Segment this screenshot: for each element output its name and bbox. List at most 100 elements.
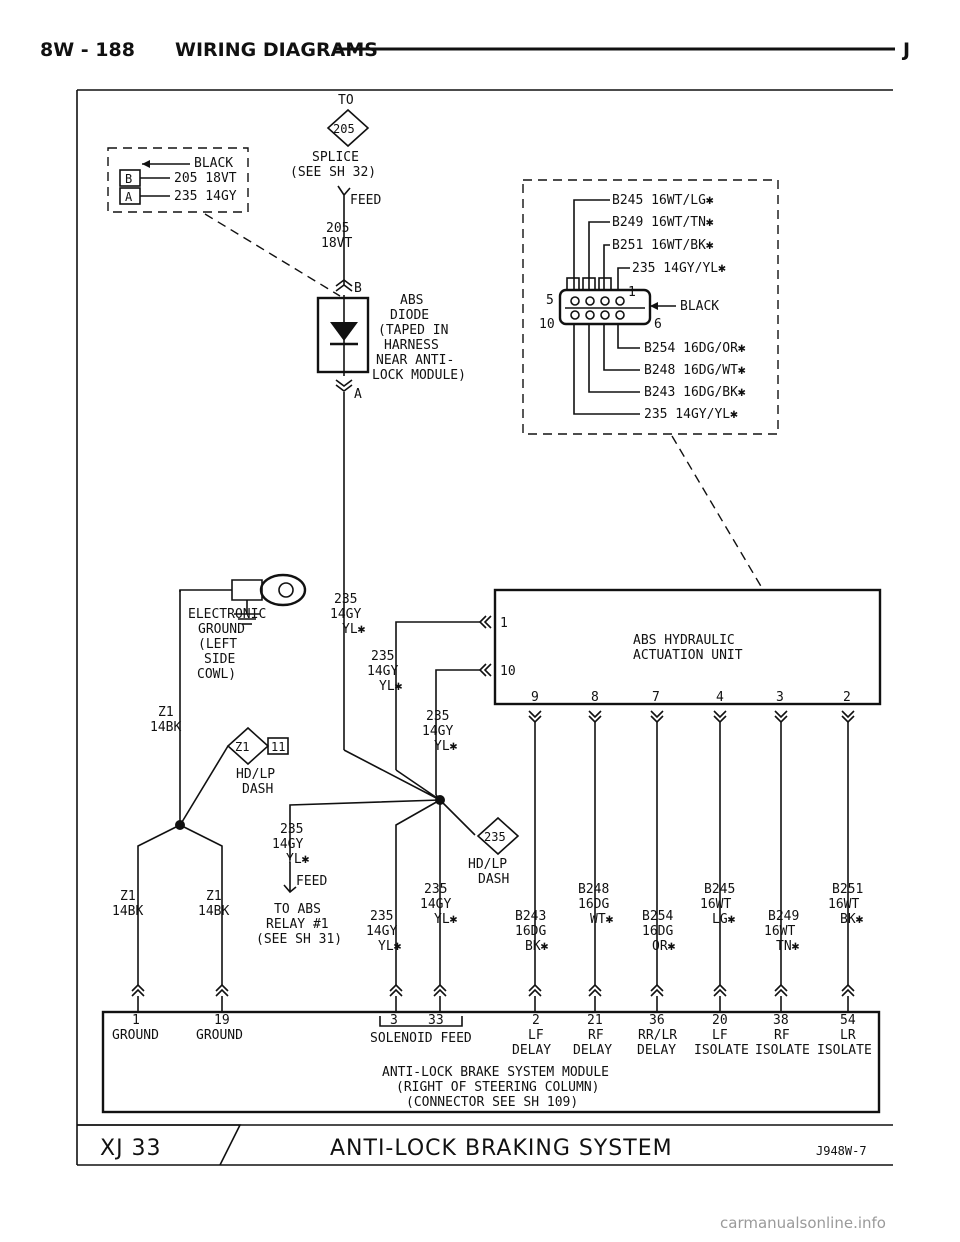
page-number: 8W - 188 <box>40 39 135 61</box>
diode-l1: ABS <box>400 293 423 308</box>
cab-title-l1: ANTI-LOCK BRAKE SYSTEM MODULE <box>382 1065 609 1080</box>
w235-hcu10-l3: YL✱ <box>434 739 458 754</box>
pin-10: 10 <box>539 317 555 332</box>
pin-1: 1 <box>628 285 636 300</box>
ground-l1: ELECTRONIC <box>188 607 266 622</box>
splice-label: SPLICE <box>312 150 359 165</box>
section-title: WIRING DIAGRAMS <box>175 39 378 61</box>
cab-pin-3: 3 <box>390 1013 398 1028</box>
ground-wire-gauge: 14BK <box>150 720 181 735</box>
diode-l6: LOCK MODULE) <box>372 368 466 383</box>
hydraulic-unit: ABS HYDRAULIC ACTUATION UNIT 1 10 9 8 7 … <box>478 588 882 706</box>
diode-l5: NEAR ANTI- <box>376 353 454 368</box>
hcu-connector: 5 1 10 6 BLACK B245 16WT/LG✱ B249 16WT/T… <box>522 179 779 435</box>
w235a-l2: 14GY <box>366 924 397 939</box>
hcu-pin-8: 8 <box>591 690 599 705</box>
splice-z1-l2: DASH <box>242 782 273 797</box>
diode-l4: HARNESS <box>384 338 439 353</box>
b249-l3: TN✱ <box>776 939 800 954</box>
pin-b: B <box>125 172 132 186</box>
bottom-wire-2: B248 16DG/WT✱ <box>644 363 746 378</box>
relay-w3: YL✱ <box>286 852 310 867</box>
watermark: carmanualsonline.info <box>720 1214 886 1232</box>
cab-lbl1-lf2: LF <box>712 1028 728 1043</box>
w235-l2: 14GY <box>330 607 361 622</box>
wire-235-14gy: 235 14GY <box>174 189 237 204</box>
cab-ground-1: GROUND <box>112 1028 159 1043</box>
cab-pin-36: 36 <box>649 1013 665 1028</box>
header-letter: J <box>901 39 910 61</box>
top-wire-2: B249 16WT/TN✱ <box>612 215 714 230</box>
cab-pin-19: 19 <box>214 1013 230 1028</box>
z1b-l2: 14BK <box>198 904 229 919</box>
cab-lbl1-rf: RF <box>588 1028 604 1043</box>
hcu-pin-wires <box>528 710 855 985</box>
z1b-l1: Z1 <box>206 889 222 904</box>
module-connector-chevrons <box>131 983 855 1012</box>
hcu-pin-9: 9 <box>531 690 539 705</box>
relay-feed: 235 14GY YL✱ FEED TO ABS RELAY #1 (SEE S… <box>256 822 342 947</box>
w235-hcu10-l2: 14GY <box>422 724 453 739</box>
connector-color: BLACK <box>194 156 233 171</box>
relay-w1: 235 <box>280 822 303 837</box>
w235-l1: 235 <box>334 592 357 607</box>
cab-lbl1-lf: LF <box>528 1028 544 1043</box>
top-wire-1: B245 16WT/LG✱ <box>612 193 714 208</box>
diode-pin-a: A <box>354 387 362 402</box>
cab-pin-38: 38 <box>773 1013 789 1028</box>
w235b-l2: 14GY <box>420 897 451 912</box>
hcu-pin-4: 4 <box>716 690 724 705</box>
w235-l3: YL✱ <box>342 622 366 637</box>
splice-235-number: 235 <box>484 830 506 844</box>
w235-hcu1-l2: 14GY <box>367 664 398 679</box>
pin-6: 6 <box>654 317 662 332</box>
cab-lbl1-rrlr: RR/LR <box>638 1028 677 1043</box>
cab-pin-21: 21 <box>587 1013 603 1028</box>
ground-l5: COWL) <box>197 667 236 682</box>
abs-module: 1 19 3 33 2 21 36 20 38 54 GROUND GROUND… <box>101 1010 881 1114</box>
to-label: TO <box>338 93 354 108</box>
relay-l3: (SEE SH 31) <box>256 932 342 947</box>
cab-ground-2: GROUND <box>196 1028 243 1043</box>
hcu-pin-7: 7 <box>652 690 660 705</box>
bottom-wire-1: B254 16DG/OR✱ <box>644 341 746 356</box>
w235-hcu10-l1: 235 <box>426 709 449 724</box>
b245-l2: 16WT <box>700 897 731 912</box>
diode-l2: DIODE <box>390 308 429 323</box>
hcu-title-l1: ABS HYDRAULIC <box>633 633 735 648</box>
b249-l1: B249 <box>768 909 799 924</box>
w235a-l3: YL✱ <box>378 939 402 954</box>
b245-l3: LG✱ <box>712 912 736 927</box>
relay-l1: TO ABS <box>274 902 321 917</box>
b248-l2: 16DG <box>578 897 609 912</box>
page-header: 8W - 188 WIRING DIAGRAMS J <box>40 39 910 61</box>
hcu-title-l2: ACTUATION UNIT <box>633 648 743 663</box>
w235b-l1: 235 <box>424 882 447 897</box>
diode-connector: B A BLACK 205 18VT 235 14GY <box>107 147 249 213</box>
cab-pin-33: 33 <box>428 1013 444 1028</box>
splice-205-number: 205 <box>333 122 355 136</box>
splice-z1-pin: 11 <box>271 740 285 754</box>
cab-lbl2-isolate3: ISOLATE <box>817 1043 872 1058</box>
b254-l3: OR✱ <box>652 939 676 954</box>
relay-feed-label: FEED <box>296 874 327 889</box>
page-footer: XJ 33 ANTI-LOCK BRAKING SYSTEM J948W-7 <box>77 1124 893 1166</box>
splice-z1-number: Z1 <box>235 740 249 754</box>
b254-l2: 16DG <box>642 924 673 939</box>
hcu-pin-10: 10 <box>500 664 516 679</box>
w235b-l3: YL✱ <box>434 912 458 927</box>
ground-l2: GROUND <box>198 622 245 637</box>
hcu-conn-color: BLACK <box>680 299 719 314</box>
cab-lbl1-lr: LR <box>840 1028 856 1043</box>
b251-l3: BK✱ <box>840 912 864 927</box>
bottom-wire-4: 235 14GY/YL✱ <box>644 407 738 422</box>
b243-l3: BK✱ <box>525 939 549 954</box>
feed-label: FEED <box>350 193 381 208</box>
b251-l2: 16WT <box>828 897 859 912</box>
cab-lbl2-delay1: DELAY <box>512 1043 551 1058</box>
cab-pin-1: 1 <box>132 1013 140 1028</box>
b243-l2: 16DG <box>515 924 546 939</box>
cab-lbl2-delay3: DELAY <box>637 1043 676 1058</box>
top-wire-3: B251 16WT/BK✱ <box>612 238 714 253</box>
